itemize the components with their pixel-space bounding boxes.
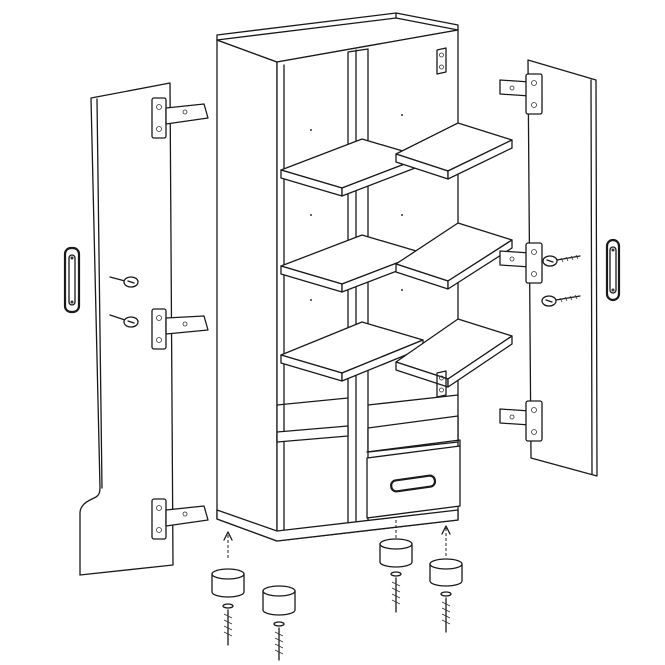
screw-foot-2 (273, 621, 285, 661)
screw-right-handle-lower (541, 294, 581, 307)
drawer[interactable] (366, 439, 461, 519)
hinge-left-middle (151, 308, 209, 350)
shelf-right-top (395, 122, 513, 180)
hinge-left-top (151, 97, 209, 139)
lower-left-shelf (276, 425, 349, 443)
hinge-right-middle (499, 242, 543, 284)
cabinet-left-side (216, 39, 278, 542)
drawer-handle[interactable] (390, 474, 437, 493)
cabinet-bottom (216, 509, 459, 542)
right-door[interactable] (527, 59, 621, 477)
cabinet-hinge-plate-top (436, 47, 447, 75)
screw-foot-4 (440, 591, 452, 633)
foot-3 (379, 518, 413, 613)
shelves (280, 122, 513, 388)
left-door-handle[interactable] (63, 246, 81, 314)
shelf-right-middle (395, 222, 513, 290)
left-door-panel (79, 82, 174, 576)
cabinet-hinge-plate-bottom (436, 370, 447, 398)
screw-foot-3 (390, 571, 402, 613)
screw-left-handle-lower (109, 314, 139, 328)
right-door-panel (527, 59, 598, 477)
left-door[interactable] (63, 82, 174, 576)
screw-foot-1 (222, 603, 234, 646)
hinge-right-top (499, 73, 543, 115)
screw-right-handle-upper (542, 254, 581, 267)
foot-4 (429, 525, 463, 633)
screw-left-handle-upper (109, 276, 139, 288)
hinge-right-bottom (499, 400, 543, 442)
right-door-handle[interactable] (605, 238, 621, 302)
foot-2 (262, 585, 296, 661)
hinge-left-bottom (151, 498, 209, 540)
shelf-left-bottom (280, 321, 424, 382)
foot-1 (211, 531, 245, 646)
shelf-right-bottom (395, 318, 513, 388)
